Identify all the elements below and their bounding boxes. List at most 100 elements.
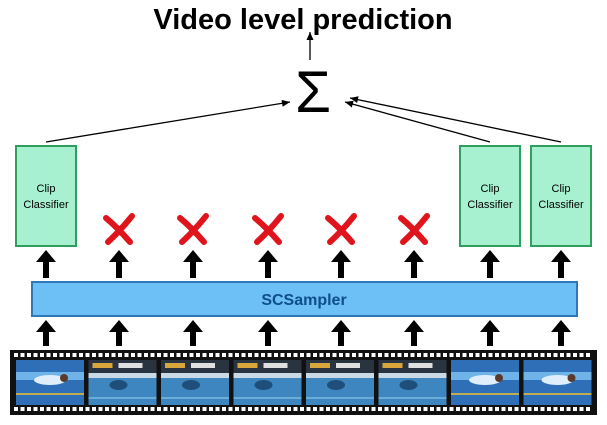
sprocket-hole [235,353,239,357]
sprocket-hole [547,353,551,357]
sprocket-hole [202,407,207,411]
sprocket-hole [313,407,317,411]
sprocket-hole [501,407,506,411]
sprocket-hole [488,407,493,411]
sprocket-hole [566,353,571,357]
sprocket-hole [521,353,525,357]
classifier-label-line1: Clip [37,183,56,195]
sprocket-hole [319,407,324,411]
sprocket-hole [332,353,337,357]
sprocket-hole [183,353,187,357]
sprocket-hole [540,353,545,357]
sprocket-hole [157,353,161,357]
sprocket-hole [14,407,18,411]
sampler-output-arrow [183,250,203,278]
sprocket-hole [287,353,291,357]
sprocket-hole [59,353,64,357]
sprocket-hole [98,353,103,357]
sprocket-hole [573,407,577,411]
sprocket-hole [482,353,486,357]
sprocket-hole [144,353,148,357]
sprocket-hole [300,407,304,411]
sprocket-hole [534,353,538,357]
sprocket-hole [66,353,70,357]
sprocket-hole [46,407,51,411]
sprocket-hole [196,353,200,357]
sprocket-hole [72,353,77,357]
input-arrow [551,320,571,346]
sprocket-hole [482,407,486,411]
sprocket-hole [352,407,356,411]
sprocket-hole [495,353,499,357]
video-frame-thumbnail [88,360,157,405]
sprocket-hole [384,353,389,357]
sprocket-hole [222,353,226,357]
sprocket-hole [150,407,155,411]
sprocket-hole [579,407,584,411]
sprocket-hole [365,407,369,411]
sprocket-hole [332,407,337,411]
sprocket-hole [430,353,434,357]
sprocket-hole [417,353,421,357]
sprocket-hole [462,407,467,411]
sprocket-hole [553,353,558,357]
sprocket-hole [111,407,116,411]
sprocket-hole [508,407,512,411]
sprocket-hole [326,407,330,411]
sprocket-hole [53,353,57,357]
sprocket-hole [274,353,278,357]
sprocket-hole [391,353,395,357]
sprocket-hole [410,353,415,357]
sprocket-hole [378,353,382,357]
sprocket-hole [176,407,181,411]
classifier-label-line2: Classifier [23,199,69,211]
sprocket-hole [215,407,220,411]
sprocket-hole [365,353,369,357]
sprocket-hole [456,353,460,357]
video-frame-thumbnail [378,360,447,405]
sprocket-hole [449,407,454,411]
sprocket-hole [235,407,239,411]
sprocket-hole [306,407,311,411]
sprocket-hole [72,407,77,411]
video-frame-thumbnail [451,360,519,405]
sprocket-hole [209,353,213,357]
sprocket-hole [495,407,499,411]
sprocket-hole [501,353,506,357]
classifier-label-line1: Clip [552,183,571,195]
sprocket-hole [514,407,519,411]
sum-to-title-arrow [306,32,314,60]
sprocket-hole [27,407,31,411]
sprocket-hole [170,407,174,411]
reject-x-icon [325,213,357,245]
sprocket-hole [397,353,402,357]
sprocket-hole [378,407,382,411]
sprocket-hole [261,407,265,411]
sprocket-hole [53,407,57,411]
sprocket-hole [33,353,38,357]
sprocket-hole [189,407,194,411]
sprocket-hole [488,353,493,357]
sprocket-hole [105,407,109,411]
sprocket-hole [345,353,350,357]
sprocket-hole [254,353,259,357]
scsampler-label: SCSampler [261,292,346,309]
sprocket-hole [358,407,363,411]
sampler-output-arrow [109,250,129,278]
sprocket-hole [215,353,220,357]
input-arrow [258,320,278,346]
sprocket-hole [124,353,129,357]
sum-symbol: Σ [295,60,331,125]
sprocket-hole [358,353,363,357]
sprocket-hole [579,353,584,357]
sprocket-hole [293,353,298,357]
sampler-output-arrow [480,250,500,278]
sprocket-hole [176,353,181,357]
sprocket-hole [98,407,103,411]
sprocket-hole [404,407,408,411]
reject-x-icon [103,213,135,245]
video-frame-thumbnail [233,360,302,405]
